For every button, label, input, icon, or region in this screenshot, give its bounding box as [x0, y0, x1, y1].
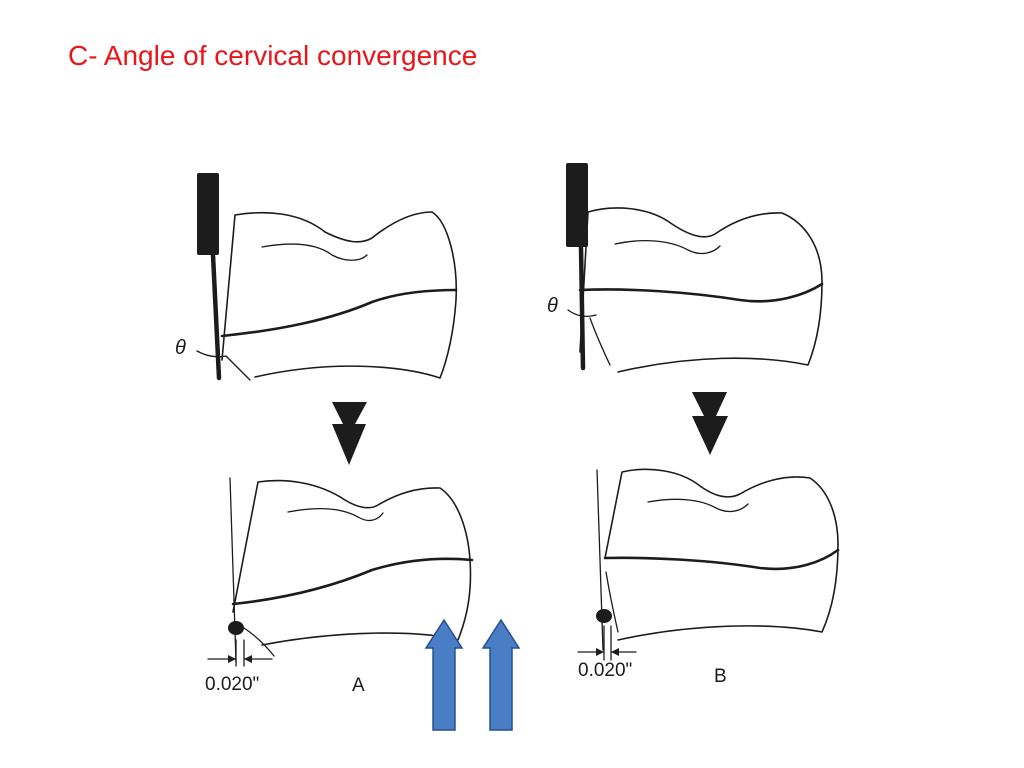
analyzing-rod-shaft-a-top — [210, 252, 222, 381]
tooth-outline-b-bottom — [604, 468, 839, 641]
down-arrow-b — [692, 392, 728, 455]
height-of-contour-b-bottom — [603, 548, 840, 571]
panel-b-bottom — [577, 468, 840, 661]
blue-up-arrow-right — [481, 618, 521, 731]
measure-arrowhead-left-a — [228, 655, 236, 663]
angle-leader-b — [589, 317, 611, 366]
panel-b-top: θ — [547, 163, 824, 373]
blue-up-arrow-left — [424, 618, 464, 731]
measure-arrowhead-right-a — [244, 655, 252, 663]
height-of-contour-a-bottom — [231, 557, 474, 606]
vertical-reference-b — [596, 469, 604, 651]
down-arrow-a — [332, 402, 367, 465]
analyzing-rod-handle-b-top — [566, 163, 588, 247]
angle-arc-b — [567, 309, 597, 317]
measurement-label-b: 0.020" — [578, 660, 632, 681]
tooth-outline-a-bottom — [232, 479, 472, 646]
analyzing-rod-shaft-b-top — [578, 244, 586, 371]
panel-a-top: θ — [175, 173, 458, 381]
height-of-contour-a-top — [220, 288, 458, 338]
occlusal-fissure-b-top — [614, 240, 721, 255]
gauge-leader-a — [243, 627, 275, 657]
tooth-outline-b-top — [579, 207, 823, 373]
occlusal-fissure-a-bottom — [287, 508, 384, 522]
measurement-label-a: 0.020" — [205, 674, 259, 695]
measure-arrowhead-right-b — [611, 648, 619, 656]
angle-arc-a — [196, 350, 227, 358]
theta-label-b: θ — [547, 295, 558, 317]
angle-leader-a — [225, 355, 251, 381]
tooth-outline-a-top — [221, 211, 458, 379]
panel-label-b: B — [714, 666, 727, 687]
slide-title: C- Angle of cervical convergence — [68, 40, 478, 71]
undercut-gauge-tip-b — [596, 609, 612, 623]
occlusal-fissure-b-bottom — [647, 498, 749, 513]
measure-arrowhead-left-b — [596, 648, 604, 656]
undercut-gauge-tip-a — [228, 621, 244, 635]
height-of-contour-b-top — [578, 282, 824, 303]
occlusal-fissure-a-top — [261, 243, 368, 261]
panel-a-bottom — [207, 477, 474, 667]
analyzing-rod-handle-a-top — [197, 173, 219, 255]
panel-label-a: A — [352, 675, 365, 696]
theta-label-a: θ — [175, 337, 186, 359]
gauge-leader-b — [605, 571, 619, 633]
